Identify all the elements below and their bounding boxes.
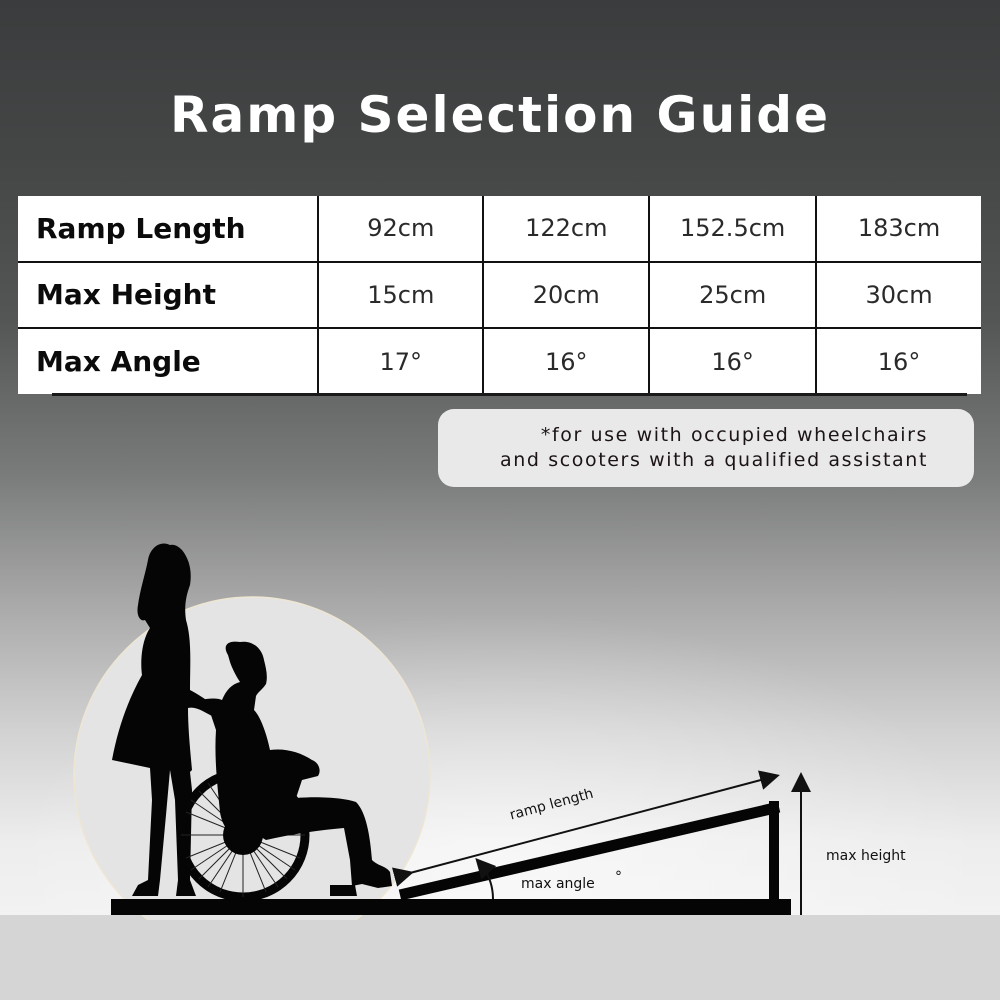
wheelchair-user-silhouette-icon (176, 641, 392, 902)
table-row-max-angle: Max Angle 17° 16° 16° 16° (18, 327, 981, 394)
table-cell: 122cm (482, 196, 651, 263)
max-height-label: max height (826, 848, 906, 864)
usage-note: *for use with occupied wheelchairs and s… (438, 409, 974, 487)
table-cell: 25cm (648, 260, 818, 330)
table-cell: 16° (648, 327, 818, 394)
table-cell: 30cm (815, 260, 981, 330)
max-angle-arc-icon (475, 858, 497, 900)
table-cell: 15cm (317, 260, 485, 330)
ramp-spec-table: Ramp Length 92cm 122cm 152.5cm 183cm Max… (18, 196, 981, 394)
ramp-illustration (73, 543, 811, 920)
bottom-band (0, 915, 1000, 1000)
max-angle-label: max angle (521, 876, 595, 892)
page-title: Ramp Selection Guide (169, 86, 831, 144)
table-cell: 152.5cm (648, 196, 818, 263)
table-cell: 92cm (317, 196, 485, 263)
row-label: Max Height (18, 260, 320, 330)
table-cell: 17° (317, 327, 485, 394)
ground-platform (111, 899, 791, 915)
row-label: Ramp Length (18, 196, 320, 263)
note-line-1: *for use with occupied wheelchairs (540, 424, 928, 446)
row-label: Max Angle (18, 327, 320, 394)
table-row-max-height: Max Height 15cm 20cm 25cm 30cm (18, 260, 981, 330)
ramp-length-arrow-icon (391, 770, 780, 887)
degree-symbol: ° (615, 869, 622, 885)
table-cell: 16° (815, 327, 981, 394)
note-line-2: and scooters with a qualified assistant (500, 449, 928, 471)
table-underline (52, 393, 967, 396)
table-cell: 183cm (815, 196, 981, 263)
table-row-ramp-length: Ramp Length 92cm 122cm 152.5cm 183cm (18, 196, 981, 263)
table-cell: 16° (482, 327, 651, 394)
table-cell: 20cm (482, 260, 651, 330)
